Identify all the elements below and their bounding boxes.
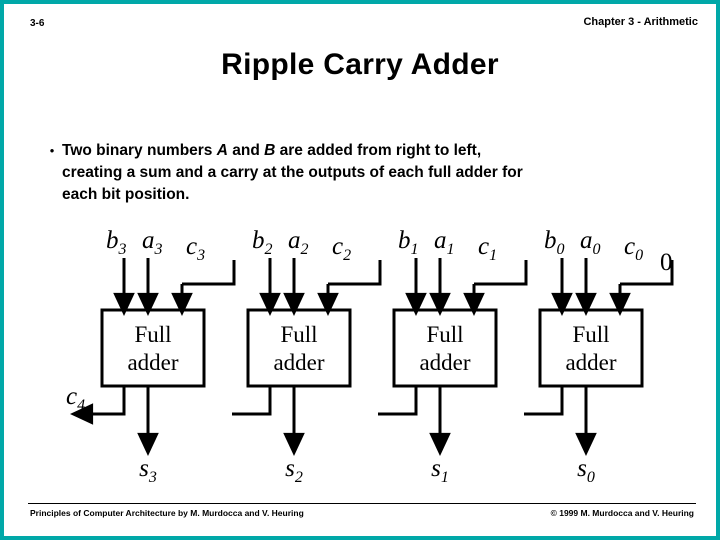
chapter-header: Chapter 3 - Arithmetic (583, 16, 698, 28)
bullet-line3: each bit position. (62, 186, 190, 203)
label-carry-in-zero: 0 (660, 249, 673, 276)
label-a3: a3 (142, 227, 163, 258)
bullet-text: Two binary numbers A and B are added fro… (62, 140, 523, 206)
bullet-line2: creating a sum and a carry at the output… (62, 164, 523, 181)
bullet-line1-part3: are added from right to left, (275, 142, 482, 159)
label-c3: c3 (186, 233, 205, 264)
label-c2: c2 (332, 233, 351, 264)
bullet-line1-part1: Two binary numbers (62, 142, 217, 159)
bullet-list: • Two binary numbers A and B are added f… (42, 140, 682, 206)
adder-1-label-line1: Full (426, 322, 463, 347)
label-c0: c0 (624, 233, 643, 264)
footer-attribution: Principles of Computer Architecture by M… (30, 508, 304, 518)
variable-b: B (264, 142, 276, 159)
list-item: • Two binary numbers A and B are added f… (42, 140, 682, 206)
label-b0: b0 (544, 227, 565, 258)
label-s2: s2 (285, 455, 303, 486)
label-s0: s0 (577, 455, 595, 486)
label-c4: c4 (66, 383, 85, 414)
label-b3: b3 (106, 227, 127, 258)
bullet-marker: • (49, 143, 55, 158)
adder-0-label-line2: adder (565, 350, 616, 375)
footer-copyright: © 1999 M. Murdocca and V. Heuring (550, 508, 694, 518)
label-s1: s1 (431, 455, 449, 486)
adder-2-label-line2: adder (273, 350, 324, 375)
footer-divider (28, 503, 696, 504)
slide-number: 3-6 (30, 18, 45, 29)
adder-3-label-line2: adder (127, 350, 178, 375)
label-a2: a2 (288, 227, 309, 258)
label-c1: c1 (478, 233, 497, 264)
label-a1: a1 (434, 227, 455, 258)
adder-2-label-line1: Full (280, 322, 317, 347)
page-title: Ripple Carry Adder (221, 48, 499, 81)
ripple-carry-adder-figure: b3 a3 b2 a2 b1 a1 b0 a0 c3 c2 c1 c0 0 s3… (64, 218, 684, 508)
label-a0: a0 (580, 227, 601, 258)
label-b1: b1 (398, 227, 419, 258)
label-s3: s3 (139, 455, 157, 486)
variable-a: A (216, 142, 228, 159)
adder-3-label-line1: Full (134, 322, 171, 347)
adder-0-label-line1: Full (572, 322, 609, 347)
adder-1-label-line2: adder (419, 350, 470, 375)
label-b2: b2 (252, 227, 273, 258)
bullet-line1-part2: and (227, 142, 265, 159)
